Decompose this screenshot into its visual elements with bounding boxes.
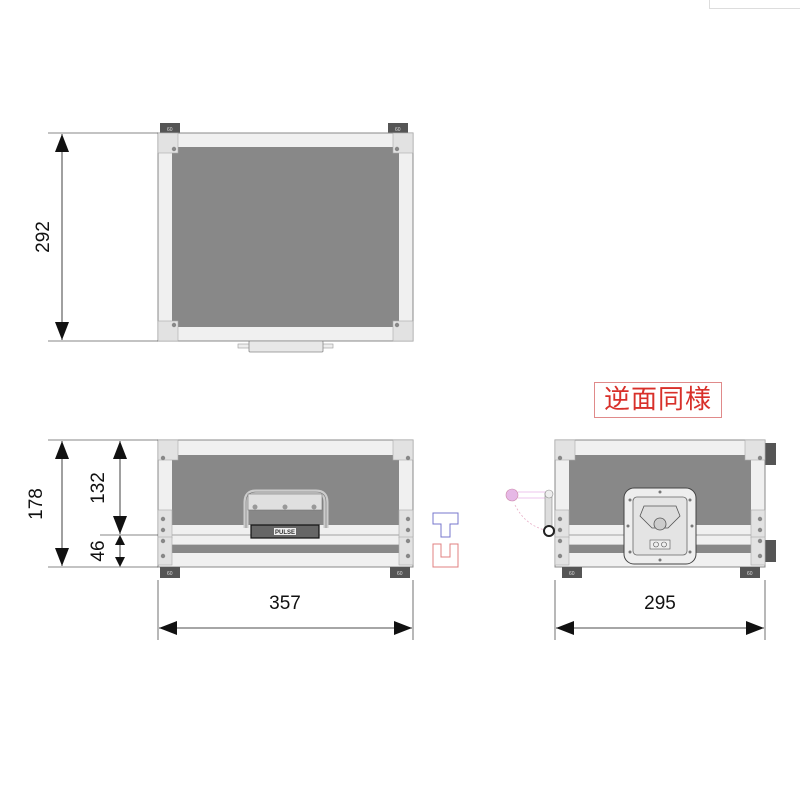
screw — [757, 516, 763, 522]
screw — [171, 146, 177, 152]
handle-logo: PULSE — [275, 530, 295, 536]
foot-label: 60 — [569, 571, 575, 577]
screw — [160, 553, 166, 559]
depth-label: 292 — [33, 221, 54, 253]
lid-panel — [172, 545, 399, 553]
corner-bracket — [750, 536, 766, 566]
foot-label: 60 — [167, 127, 173, 133]
foot — [562, 567, 582, 578]
screw — [394, 322, 400, 328]
height-total-label: 178 — [26, 488, 47, 520]
handle — [248, 340, 324, 353]
height-body-label: 132 — [88, 472, 109, 504]
screw — [757, 455, 763, 461]
corner-bracket — [744, 439, 766, 461]
screw — [757, 553, 763, 559]
dimension-side-width: 295 — [554, 580, 766, 640]
lid-panel — [172, 147, 399, 327]
handle: PULSE — [243, 489, 329, 539]
screw — [394, 146, 400, 152]
height-lid-label: 46 — [88, 540, 109, 561]
screw — [557, 553, 563, 559]
screw — [160, 538, 166, 544]
screw — [405, 527, 411, 533]
corner-bracket — [554, 439, 576, 461]
foot-label: 60 — [397, 571, 403, 577]
foot-label: 60 — [167, 571, 173, 577]
screw — [557, 527, 563, 533]
corner-bracket — [157, 439, 179, 461]
screw — [757, 527, 763, 533]
u-profile-icon — [432, 543, 459, 568]
width-label: 357 — [269, 593, 301, 614]
side-strap — [505, 488, 555, 537]
t-profile-icon — [432, 512, 459, 538]
side-view: 60 60 — [505, 439, 776, 578]
corner-bracket — [750, 509, 766, 539]
screw — [557, 538, 563, 544]
screw — [405, 538, 411, 544]
front-view: 60 60 PULSE — [157, 439, 414, 578]
screw — [405, 553, 411, 559]
corner-bracket — [554, 536, 570, 566]
butterfly-latch — [623, 487, 697, 565]
screw — [160, 516, 166, 522]
dimension-depth: 292 — [33, 132, 158, 342]
screw — [757, 538, 763, 544]
screw — [405, 455, 411, 461]
foot — [390, 567, 410, 578]
corner-bracket — [157, 509, 173, 539]
foot-label: 60 — [747, 571, 753, 577]
corner-bracket — [398, 509, 414, 539]
corner-bracket — [392, 439, 414, 461]
screw — [557, 455, 563, 461]
corner-bracket — [157, 536, 173, 566]
top-view: 60 60 — [157, 123, 414, 353]
screw — [405, 516, 411, 522]
corner-bracket — [554, 509, 570, 539]
screw — [171, 322, 177, 328]
corner-bracket — [398, 536, 414, 566]
dimension-height: 178 132 46 — [26, 439, 158, 568]
screw — [160, 527, 166, 533]
foot — [160, 123, 180, 134]
foot — [388, 123, 408, 134]
foot-label: 60 — [395, 127, 401, 133]
side-width-label: 295 — [644, 593, 676, 614]
page-corner-line — [709, 0, 800, 9]
screw — [557, 516, 563, 522]
dimension-width: 357 — [157, 580, 414, 640]
foot — [740, 567, 760, 578]
screw — [160, 455, 166, 461]
reverse-side-same-note: 逆面同様 — [594, 382, 722, 418]
foot — [765, 443, 776, 465]
foot — [160, 567, 180, 578]
foot — [765, 540, 776, 562]
